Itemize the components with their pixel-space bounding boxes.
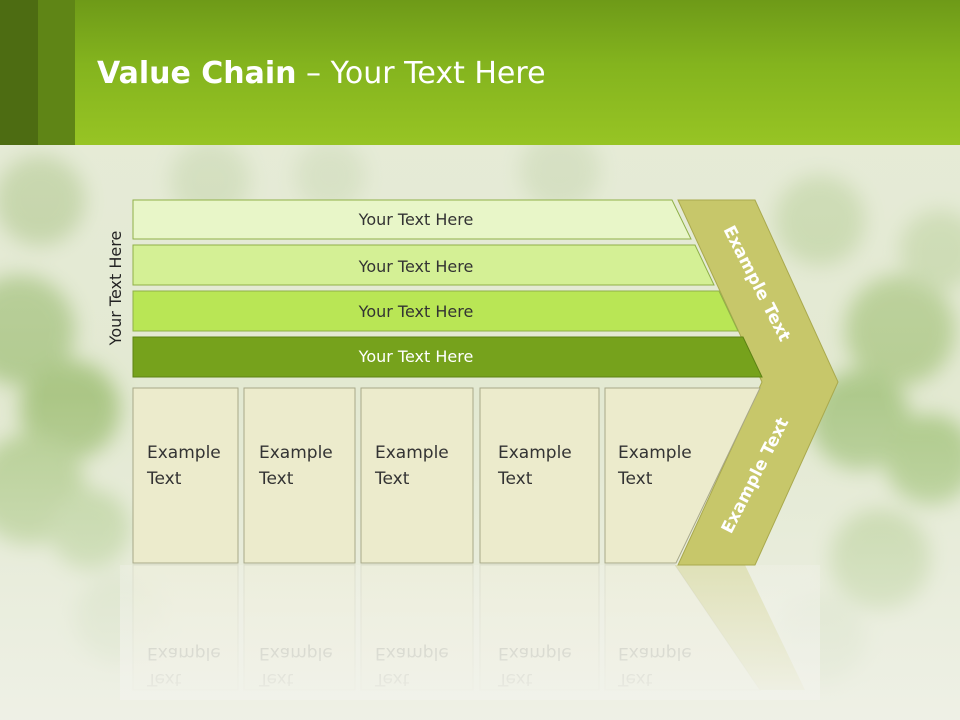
column-2-line1: Example [259,443,333,463]
column-3-line1: Example [375,443,449,463]
column-1-line1: Example [147,443,221,463]
column-3-line2: Text [375,469,410,489]
column-box-5 [604,387,761,564]
slide-title: Value Chain – Your Text Here [97,52,546,96]
column-5-line2: Text [618,469,653,489]
chevron-shape [677,199,839,566]
bar-1-label: Your Text Here [358,210,474,229]
title-rest: – Your Text Here [296,56,546,91]
column-2-line2: Text [259,469,294,489]
vertical-label: Your Text Here [106,231,125,347]
column-2-text: Example Text [259,440,333,492]
column-3-text: Example Text [375,440,449,492]
column-5-line1: Example [618,443,692,463]
header-accent-strip [0,0,38,145]
bar-3-label: Your Text Here [358,302,474,321]
column-1-text: Example Text [147,440,221,492]
column-box-1 [132,387,239,564]
bars: Your Text Here Your Text Here Your Text … [132,199,763,378]
column-box-4 [479,387,600,564]
column-4-text: Example Text [498,440,572,492]
column-4-line1: Example [498,443,572,463]
header-accent-strip-2 [38,0,75,145]
bar-4 [132,336,763,378]
column-box-3 [360,387,474,564]
bar-3 [132,290,739,332]
column-box-2 [243,387,356,564]
title-bold: Value Chain [97,56,297,91]
bar-1 [132,199,692,240]
bar-2 [132,244,715,286]
header-band [0,0,960,145]
bar-4-label: Your Text Here [358,347,474,366]
columns [132,387,761,564]
column-1-line2: Text [147,469,182,489]
column-4-line2: Text [498,469,533,489]
bar-2-label: Your Text Here [358,257,474,276]
column-5-text: Example Text [618,440,692,492]
reflection: Example Text Example Text Example Text E… [120,564,820,700]
